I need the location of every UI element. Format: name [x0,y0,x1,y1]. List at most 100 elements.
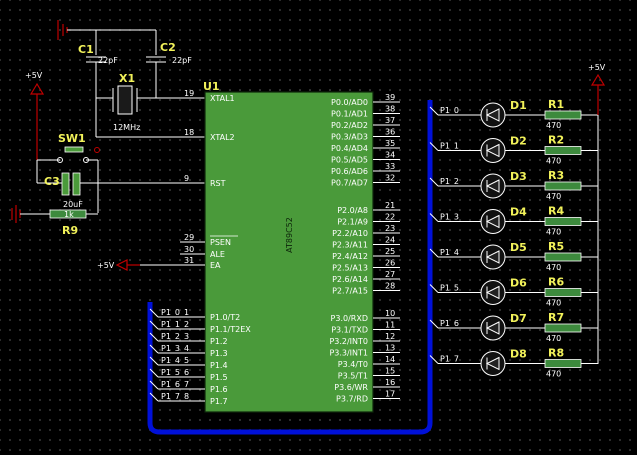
pin-number: 13 [385,344,395,353]
pin-6[interactable]: 6P1.5 [180,368,228,382]
right-bus-entries: P1_0P1_1P1_2P1_3P1_4P1_5P1_6P1_7 [429,106,482,364]
resistor-value: 470 [546,263,561,272]
pin-name: P1.4 [210,361,228,370]
led-d4[interactable]: D4 [480,206,527,234]
led-d7[interactable]: D7 [480,312,527,341]
pin-number: 2 [184,320,189,329]
pin-number: 39 [385,93,395,102]
pin-name: P2.2/A10 [332,229,368,238]
pin-4[interactable]: 4P1.3 [180,344,228,358]
led-d5[interactable]: D5 [480,241,527,270]
resistor-ref: R7 [548,311,564,324]
pin-name: P3.0/RXD [331,314,368,323]
capacitor-c1[interactable]: C1 22pF [78,43,118,98]
right-net-entry: P1_2 [429,177,482,187]
led-d2[interactable]: D2 [480,135,527,163]
led-d1[interactable]: D1 [480,99,527,128]
vcc-label-left: +5V [25,71,43,80]
pin-name: XTAL1 [210,94,235,103]
pin-name: P0.2/AD2 [331,121,368,130]
resistor-ref: R2 [548,134,564,147]
mcu-u1[interactable]: U1 AT89C52 19XTAL118XTAL29RST29PSEN30ALE… [180,80,400,413]
capacitor-c3[interactable]: C3 20uF [44,172,83,209]
pin-number: 15 [385,367,395,376]
pin-number: 22 [385,213,395,222]
pin-8[interactable]: 8P1.7 [180,392,228,406]
pin-number: 28 [385,282,395,291]
pin-2[interactable]: 2P1.1/T2EX [180,320,251,334]
pin-name: P0.7/AD7 [331,179,368,188]
pin-1[interactable]: 1P1.0/T2 [180,308,240,322]
p1-net-entry: P1_2 [149,332,180,342]
pin-number: 23 [385,224,395,233]
right-net-entry: P1_1 [429,142,482,151]
net-label: P1_0 [161,308,180,317]
crystal-x1[interactable]: X1 12MHz [112,72,140,132]
resistor-r9[interactable]: 1k R9 [49,209,87,237]
pin-number: 16 [385,378,395,387]
p1-net-entry: P1_6 [149,380,180,390]
c1-ref: C1 [78,43,94,56]
pin-number: 34 [385,151,395,160]
led-d8[interactable]: D8 [480,348,527,376]
net-label: P1_5 [161,368,180,377]
pin-name: PSEN [210,238,231,247]
pin-3[interactable]: 3P1.2 [180,332,228,346]
power-5v-right: +5V [588,63,606,364]
switch-sw1[interactable]: SW1 [57,132,100,163]
net-label: P1_3 [161,344,180,353]
right-net-entry: P1_7 [429,355,482,364]
right-net-entry: P1_4 [429,248,482,258]
pin-5[interactable]: 5P1.4 [180,356,228,370]
led-d6[interactable]: D6 [480,277,527,305]
pin-7[interactable]: 7P1.6 [180,380,228,394]
pin-name: P3.7/RD [336,395,368,404]
capacitor-c2[interactable]: C2 22pF [146,41,192,98]
c1-value: 22pF [98,56,118,65]
pin-name: P0.0/AD0 [331,98,368,107]
net-label: P1_6 [161,380,180,389]
led-d3[interactable]: D3 [480,170,527,199]
